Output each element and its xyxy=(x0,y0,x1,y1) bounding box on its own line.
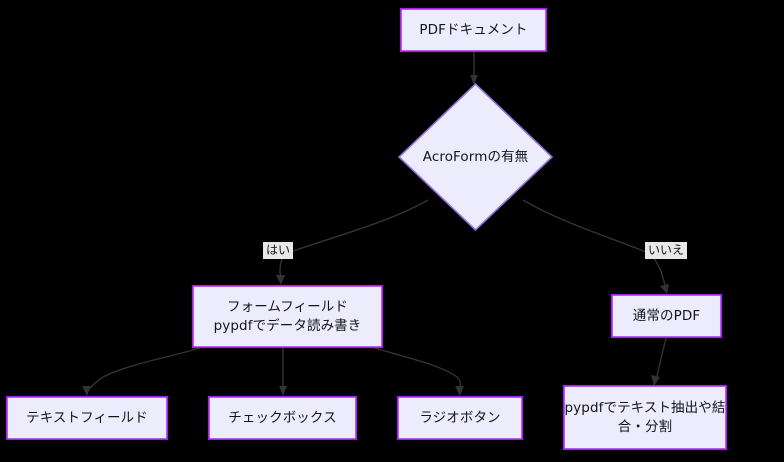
edge-pdf-to-decision xyxy=(470,52,478,85)
edge-form-to-checkbox xyxy=(279,348,287,396)
node-checkbox[interactable] xyxy=(207,395,358,441)
node-text-field[interactable] xyxy=(5,395,169,441)
edge-form-to-radio xyxy=(374,347,464,396)
node-radio-button[interactable] xyxy=(396,395,524,441)
node-acroform-decision[interactable] xyxy=(397,82,554,232)
node-normal-pdf[interactable] xyxy=(610,293,723,339)
edge-form-to-text xyxy=(82,347,201,396)
node-pdf-document[interactable] xyxy=(399,7,548,53)
node-form-field[interactable] xyxy=(191,284,384,349)
node-pypdf-extract[interactable] xyxy=(562,384,728,451)
edge-decision-to-normal xyxy=(522,199,669,294)
node-layer xyxy=(5,7,728,451)
edge-label-no: いいえ xyxy=(645,242,688,259)
edge-layer xyxy=(82,52,669,396)
edge-label-yes: はい xyxy=(263,242,294,259)
edge-normal-to-pypdf xyxy=(651,337,667,386)
edge-decision-to-form xyxy=(276,199,429,285)
